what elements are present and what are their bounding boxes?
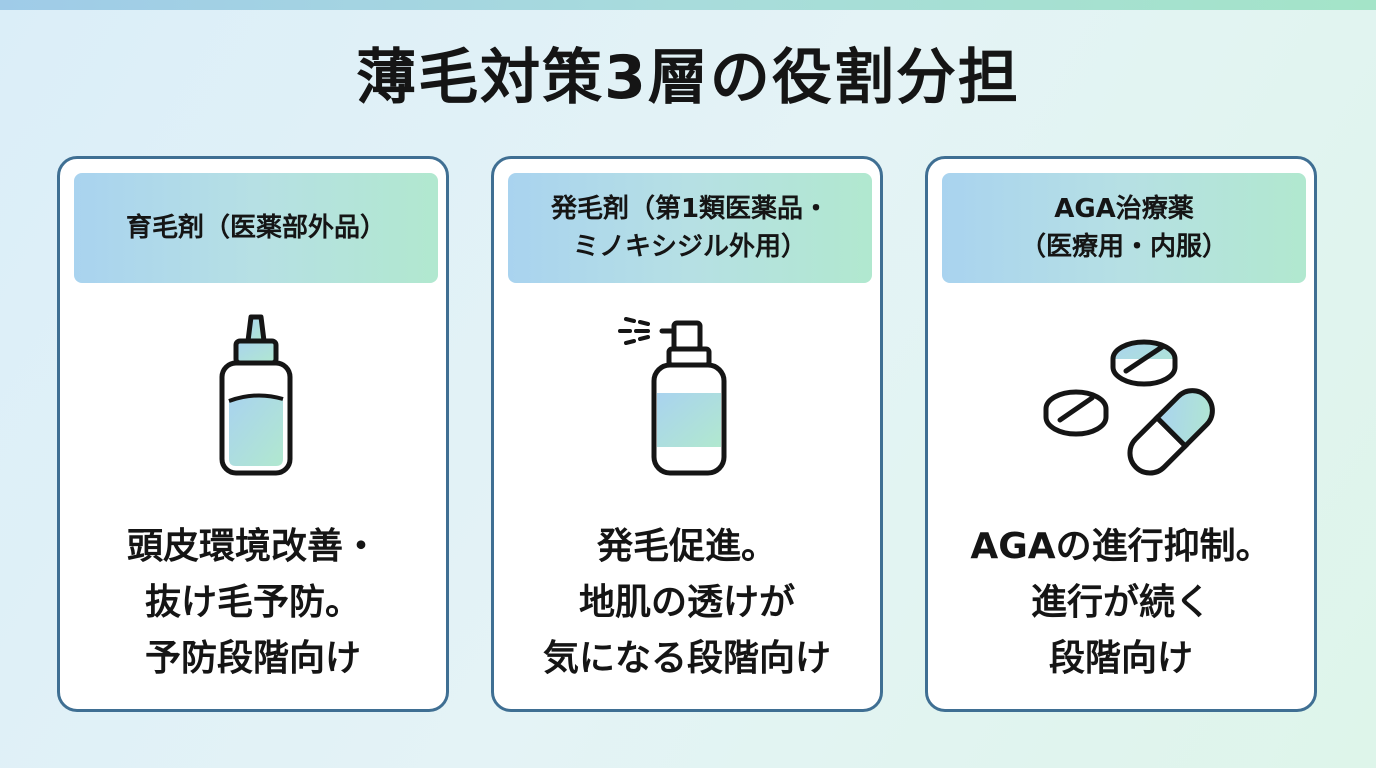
card-description-line: 発毛促進。	[596, 526, 777, 567]
card-description-line: 段階向け	[1048, 638, 1193, 679]
card-aga-medication: AGA治療薬 （医療用・内服） AGAの進行抑制。 進行が続く 段階向け	[925, 156, 1317, 712]
card-hair-growth-tonic: 育毛剤（医薬部外品） 頭皮環境改善・ 抜け毛予防。 予防段階向け	[57, 156, 449, 712]
card-description-line: 地肌の透けが	[578, 582, 795, 623]
card-description-line: 頭皮環境改善・	[126, 526, 379, 567]
card-description: 発毛促進。 地肌の透けが 気になる段階向け	[494, 519, 880, 687]
card-description: 頭皮環境改善・ 抜け毛予防。 予防段階向け	[60, 519, 446, 687]
card-description-line: 予防段階向け	[144, 638, 361, 679]
pills-capsule-icon	[1043, 339, 1215, 476]
card-header-line: （医療用・内服）	[1019, 232, 1228, 262]
card-header: 発毛剤（第1類医薬品・ ミノキシジル外用）	[508, 173, 872, 283]
card-header-line: 育毛剤（医薬部外品）	[125, 213, 386, 243]
card-description-line: 抜け毛予防。	[144, 582, 361, 623]
dropper-bottle-icon	[219, 314, 293, 476]
card-description-line: 気になる段階向け	[542, 638, 831, 679]
card-description-line: AGAの進行抑制。	[970, 526, 1272, 567]
card-header: 育毛剤（医薬部外品）	[74, 173, 438, 283]
spray-bottle-icon	[618, 317, 727, 476]
card-header-line: ミノキシジル外用）	[572, 232, 807, 262]
card-description-line: 進行が続く	[1030, 582, 1211, 623]
card-header-line: AGA治療薬	[1054, 194, 1194, 224]
card-description: AGAの進行抑制。 進行が続く 段階向け	[928, 519, 1314, 687]
card-hair-regrowth-agent: 発毛剤（第1類医薬品・ ミノキシジル外用） 発毛促進。 地肌の透けが	[491, 156, 883, 712]
card-header: AGA治療薬 （医療用・内服）	[942, 173, 1306, 283]
card-header-line: 発毛剤（第1類医薬品・	[550, 194, 830, 224]
top-accent-bar	[0, 0, 1376, 10]
page-title: 薄毛対策3層の役割分担	[356, 43, 1020, 113]
